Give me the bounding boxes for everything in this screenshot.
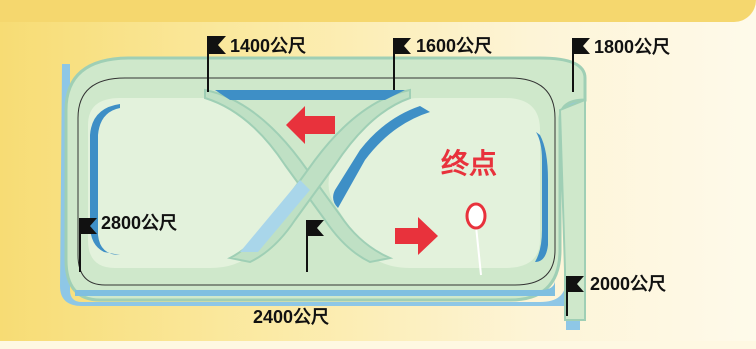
infield-left — [88, 98, 298, 268]
flag-icon — [79, 218, 97, 272]
water-top — [215, 90, 405, 100]
arrow-icon — [286, 106, 335, 144]
finish-post-icon — [465, 202, 487, 276]
flag-icon — [566, 276, 584, 316]
arrow-icon — [395, 217, 438, 255]
bottom-strip — [0, 341, 756, 349]
inner-rail — [77, 77, 556, 286]
flag-icon — [393, 38, 411, 90]
marker-label-2800: 2800公尺 — [101, 213, 178, 233]
flag-icon — [572, 38, 590, 92]
water-left — [90, 104, 120, 255]
water-right-side — [535, 132, 548, 262]
outer-water — [60, 64, 580, 330]
top-banner-strip — [0, 0, 756, 22]
marker-label-1600: 1600公尺 — [416, 36, 493, 56]
water-bottom — [75, 280, 555, 296]
direction-arrows — [286, 106, 438, 255]
flag-icon — [207, 36, 226, 92]
finish-label: 终点 — [441, 148, 498, 179]
marker-label-2400: 2400公尺 — [253, 307, 330, 327]
water-center — [240, 180, 310, 252]
distance-flags — [79, 36, 590, 316]
finish-chute — [558, 98, 586, 321]
marker-label-1800: 1800公尺 — [594, 37, 671, 57]
infield-water — [75, 90, 555, 296]
flag-icon — [306, 220, 324, 272]
water-channels — [60, 64, 580, 330]
water-right-curve — [333, 106, 430, 208]
cross-lane-a — [204, 88, 394, 264]
marker-label-2000: 2000公尺 — [590, 274, 667, 294]
marker-label-1400: 1400公尺 — [230, 36, 307, 56]
